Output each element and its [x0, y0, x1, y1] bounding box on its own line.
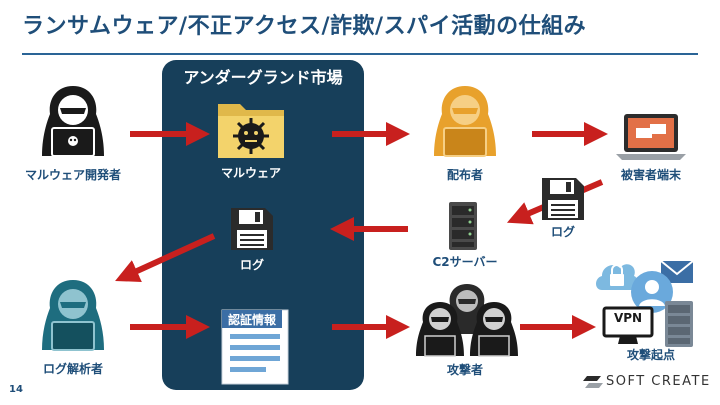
- company-logo: SOFT CREATE: [606, 374, 711, 389]
- hacker-icon: [42, 86, 104, 157]
- page-number: 14: [9, 384, 23, 395]
- server-icon: [449, 202, 477, 250]
- label-log-analyst: ログ解析者: [42, 362, 103, 376]
- hacker-icon: [434, 86, 496, 157]
- user-icon: [631, 271, 673, 313]
- label-victim-terminal: 被害者端末: [620, 168, 681, 182]
- server-icon: [665, 301, 693, 347]
- label-attacker: 攻撃者: [446, 363, 483, 377]
- vpn-icon: [602, 306, 654, 344]
- market-title: アンダーグランド市場: [183, 68, 343, 87]
- label-log-market: ログ: [239, 258, 264, 272]
- lock-icon: [596, 264, 638, 290]
- hacker-icon: [416, 284, 518, 357]
- label-log-victim: ログ: [550, 225, 575, 239]
- floppy-disk-icon: [542, 178, 584, 220]
- mail-icon: [660, 260, 694, 283]
- label-distributor: 配布者: [446, 168, 483, 182]
- label-auth-info: 認証情報: [227, 313, 276, 327]
- label-malware-developer: マルウェア開発者: [24, 168, 121, 182]
- company-logo-mark: [583, 376, 603, 388]
- auth-info-header: [222, 310, 282, 328]
- vpn-label: VPN: [613, 311, 643, 325]
- hacker-icon: [42, 280, 104, 351]
- label-c2-server: C2サーバー: [432, 255, 498, 269]
- label-attack-origin: 攻撃起点: [626, 348, 675, 362]
- page-title: ランサムウェア/不正アクセス/詐欺/スパイ活動の仕組み: [22, 14, 587, 39]
- floppy-disk-icon: [231, 208, 273, 250]
- title-divider: [22, 53, 698, 55]
- folder-virus-icon: [218, 104, 284, 158]
- label-malware: マルウェア: [220, 166, 281, 180]
- laptop-icon: [616, 114, 686, 160]
